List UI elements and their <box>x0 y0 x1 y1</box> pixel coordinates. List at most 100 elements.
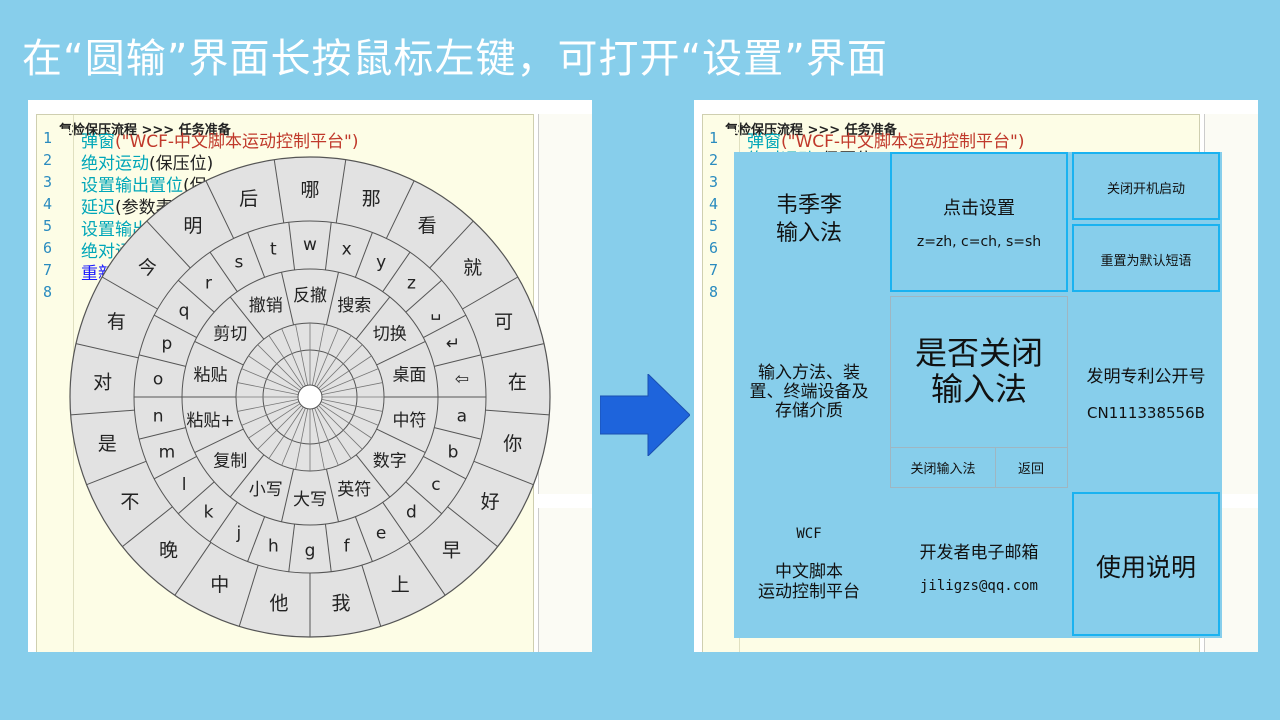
wheel-letter-key[interactable]: b <box>448 442 459 462</box>
wheel-outer-key[interactable]: 中 <box>210 574 229 596</box>
wheel-outer-key[interactable]: 可 <box>494 311 513 333</box>
wheel-letter-key[interactable]: o <box>153 370 163 390</box>
wheel-letter-key[interactable]: ↵ <box>446 334 460 354</box>
line-gutter: 1 2 3 4 5 6 7 8 <box>37 129 69 652</box>
wheel-inner-spoke <box>281 407 306 466</box>
wheel-letter-key[interactable]: y <box>376 253 386 273</box>
wheel-letter-key[interactable]: e <box>376 524 386 544</box>
wheel-function-key[interactable]: 粘贴 <box>194 365 228 385</box>
wheel-letter-key[interactable]: c <box>431 475 440 495</box>
wheel-letter-key[interactable]: p <box>162 334 173 354</box>
wheel-segment-divider <box>429 220 474 269</box>
wheel-outer-key[interactable]: 晚 <box>159 539 178 561</box>
wheel-function-key[interactable]: 大写 <box>293 490 327 510</box>
wheel-outer-key[interactable]: 哪 <box>300 179 319 201</box>
wheel-function-key[interactable]: 中符 <box>392 411 426 431</box>
wheel-letter-key[interactable]: x <box>342 240 352 260</box>
wheel-outer-key[interactable]: 是 <box>98 433 117 455</box>
wheel-segment-divider <box>335 159 347 224</box>
wheel-letter-key[interactable]: z <box>407 274 416 294</box>
click-settings-button[interactable]: 点击设置 z=zh, c=ch, s=sh <box>890 152 1068 292</box>
wheel-letter-key[interactable]: f <box>344 537 351 557</box>
wheel-letter-key[interactable]: d <box>406 503 417 523</box>
wheel-segment-divider <box>177 279 215 313</box>
wheel-outer-key[interactable]: 看 <box>418 215 437 237</box>
wheel-inner-spoke <box>241 401 300 426</box>
wheel-letter-key[interactable]: n <box>153 407 164 427</box>
wheel-outer-key[interactable]: 就 <box>463 257 482 279</box>
wheel-function-key[interactable]: 粘贴+ <box>186 411 234 431</box>
wheel-function-key[interactable]: 撤销 <box>249 296 283 316</box>
wheel-segment-divider <box>174 542 212 596</box>
code-line[interactable]: 设置输出 <box>81 215 149 240</box>
wheel-outer-key[interactable]: 明 <box>183 215 202 237</box>
line-number: 8 <box>709 283 719 301</box>
wheel-segment-divider <box>462 276 519 310</box>
code-line[interactable]: 弹窗("WCF-中文脚本运动控制平台") <box>81 127 359 152</box>
close-ime-button[interactable]: 关闭输入法 <box>910 462 976 477</box>
line-number: 6 <box>43 239 53 257</box>
breadcrumb: 复检保压流程 >>> 任务准备 <box>59 123 231 138</box>
wheel-function-key[interactable]: 剪切 <box>213 325 247 345</box>
wheel-segment-divider <box>273 159 285 224</box>
wheel-letter-key[interactable]: g <box>305 541 316 561</box>
wheel-inner-spoke <box>311 408 325 470</box>
wheel-inner-spoke <box>295 324 309 386</box>
wheel-segment-divider <box>354 232 373 278</box>
wheel-letter-key[interactable]: j <box>236 524 242 544</box>
user-manual-button[interactable]: 使用说明 <box>1072 492 1220 636</box>
reset-phrases-button[interactable]: 重置为默认短语 <box>1072 224 1220 292</box>
wheel-outer-key[interactable]: 那 <box>362 188 381 210</box>
wheel-function-key[interactable]: 桌面 <box>392 365 426 385</box>
back-button[interactable]: 返回 <box>1017 462 1044 477</box>
code-line[interactable]: 弹窗("WCF-中文脚本运动控制平台") <box>747 127 1025 152</box>
wheel-letter-key[interactable]: h <box>268 537 279 557</box>
wheel-letter-key[interactable]: t <box>270 240 277 260</box>
wheel-outer-key[interactable]: 好 <box>481 491 500 513</box>
wheel-outer-key[interactable]: 早 <box>442 539 461 561</box>
patent-number: CN111338556B <box>1087 404 1205 422</box>
disable-autostart-button[interactable]: 关闭开机启动 <box>1072 152 1220 220</box>
wheel-inner-spoke <box>316 406 352 459</box>
wheel-letter-key[interactable]: r <box>205 274 212 294</box>
wheel-letter-key[interactable]: ⇦ <box>455 370 469 390</box>
wheel-outer-key[interactable]: 他 <box>269 593 288 615</box>
line-number: 3 <box>709 173 719 191</box>
code-command: 弹窗 <box>747 132 781 152</box>
wheel-letter-key[interactable]: q <box>179 301 190 321</box>
wheel-function-key[interactable]: 复制 <box>213 452 247 472</box>
wheel-letter-key[interactable]: s <box>234 253 243 273</box>
wheel-outer-key[interactable]: 你 <box>503 433 522 455</box>
wheel-center-hub[interactable] <box>297 384 323 410</box>
wheel-outer-key[interactable]: 上 <box>391 574 410 596</box>
wheel-inner-spoke <box>321 382 383 396</box>
wheel-outer-key[interactable]: 在 <box>508 371 527 393</box>
wheel-letter-key[interactable]: ␣ <box>431 301 442 321</box>
code-command: 弹窗 <box>81 132 115 152</box>
wheel-function-key[interactable]: 反撤 <box>293 286 327 306</box>
wheel-letter-key[interactable]: m <box>159 442 176 462</box>
wheel-outer-key[interactable]: 我 <box>331 593 350 615</box>
wheel-outer-key[interactable]: 不 <box>120 491 139 513</box>
wheel-letter-key[interactable]: w <box>303 235 317 255</box>
wheel-outer-key[interactable]: 对 <box>93 371 112 393</box>
wheel-letter-key[interactable]: a <box>457 407 467 427</box>
wheel-letter-key[interactable]: k <box>204 503 214 523</box>
wheel-function-key[interactable]: 英符 <box>337 480 371 500</box>
wheel-outer-key[interactable]: 有 <box>107 311 126 333</box>
wheel-function-key[interactable]: 小写 <box>249 480 283 500</box>
wheel-letter-key[interactable]: l <box>182 475 187 495</box>
line-number: 5 <box>709 217 719 235</box>
wheel-outer-key[interactable]: 后 <box>239 188 258 210</box>
line-number: 1 <box>709 129 719 147</box>
wheel-segment-divider <box>75 343 139 359</box>
wheel-function-key[interactable]: 切换 <box>373 325 407 345</box>
wheel-outer-key[interactable]: 今 <box>138 257 157 279</box>
wheel-function-key[interactable]: 数字 <box>373 452 407 472</box>
arrow-right-icon <box>600 374 690 456</box>
code-line[interactable]: 绝对运动(保压位) <box>81 149 213 174</box>
wheel-inner-spoke <box>321 398 383 412</box>
breadcrumb: 复检保压流程 >>> 任务准备 <box>725 123 897 138</box>
wheel-function-key[interactable]: 搜索 <box>337 296 371 316</box>
